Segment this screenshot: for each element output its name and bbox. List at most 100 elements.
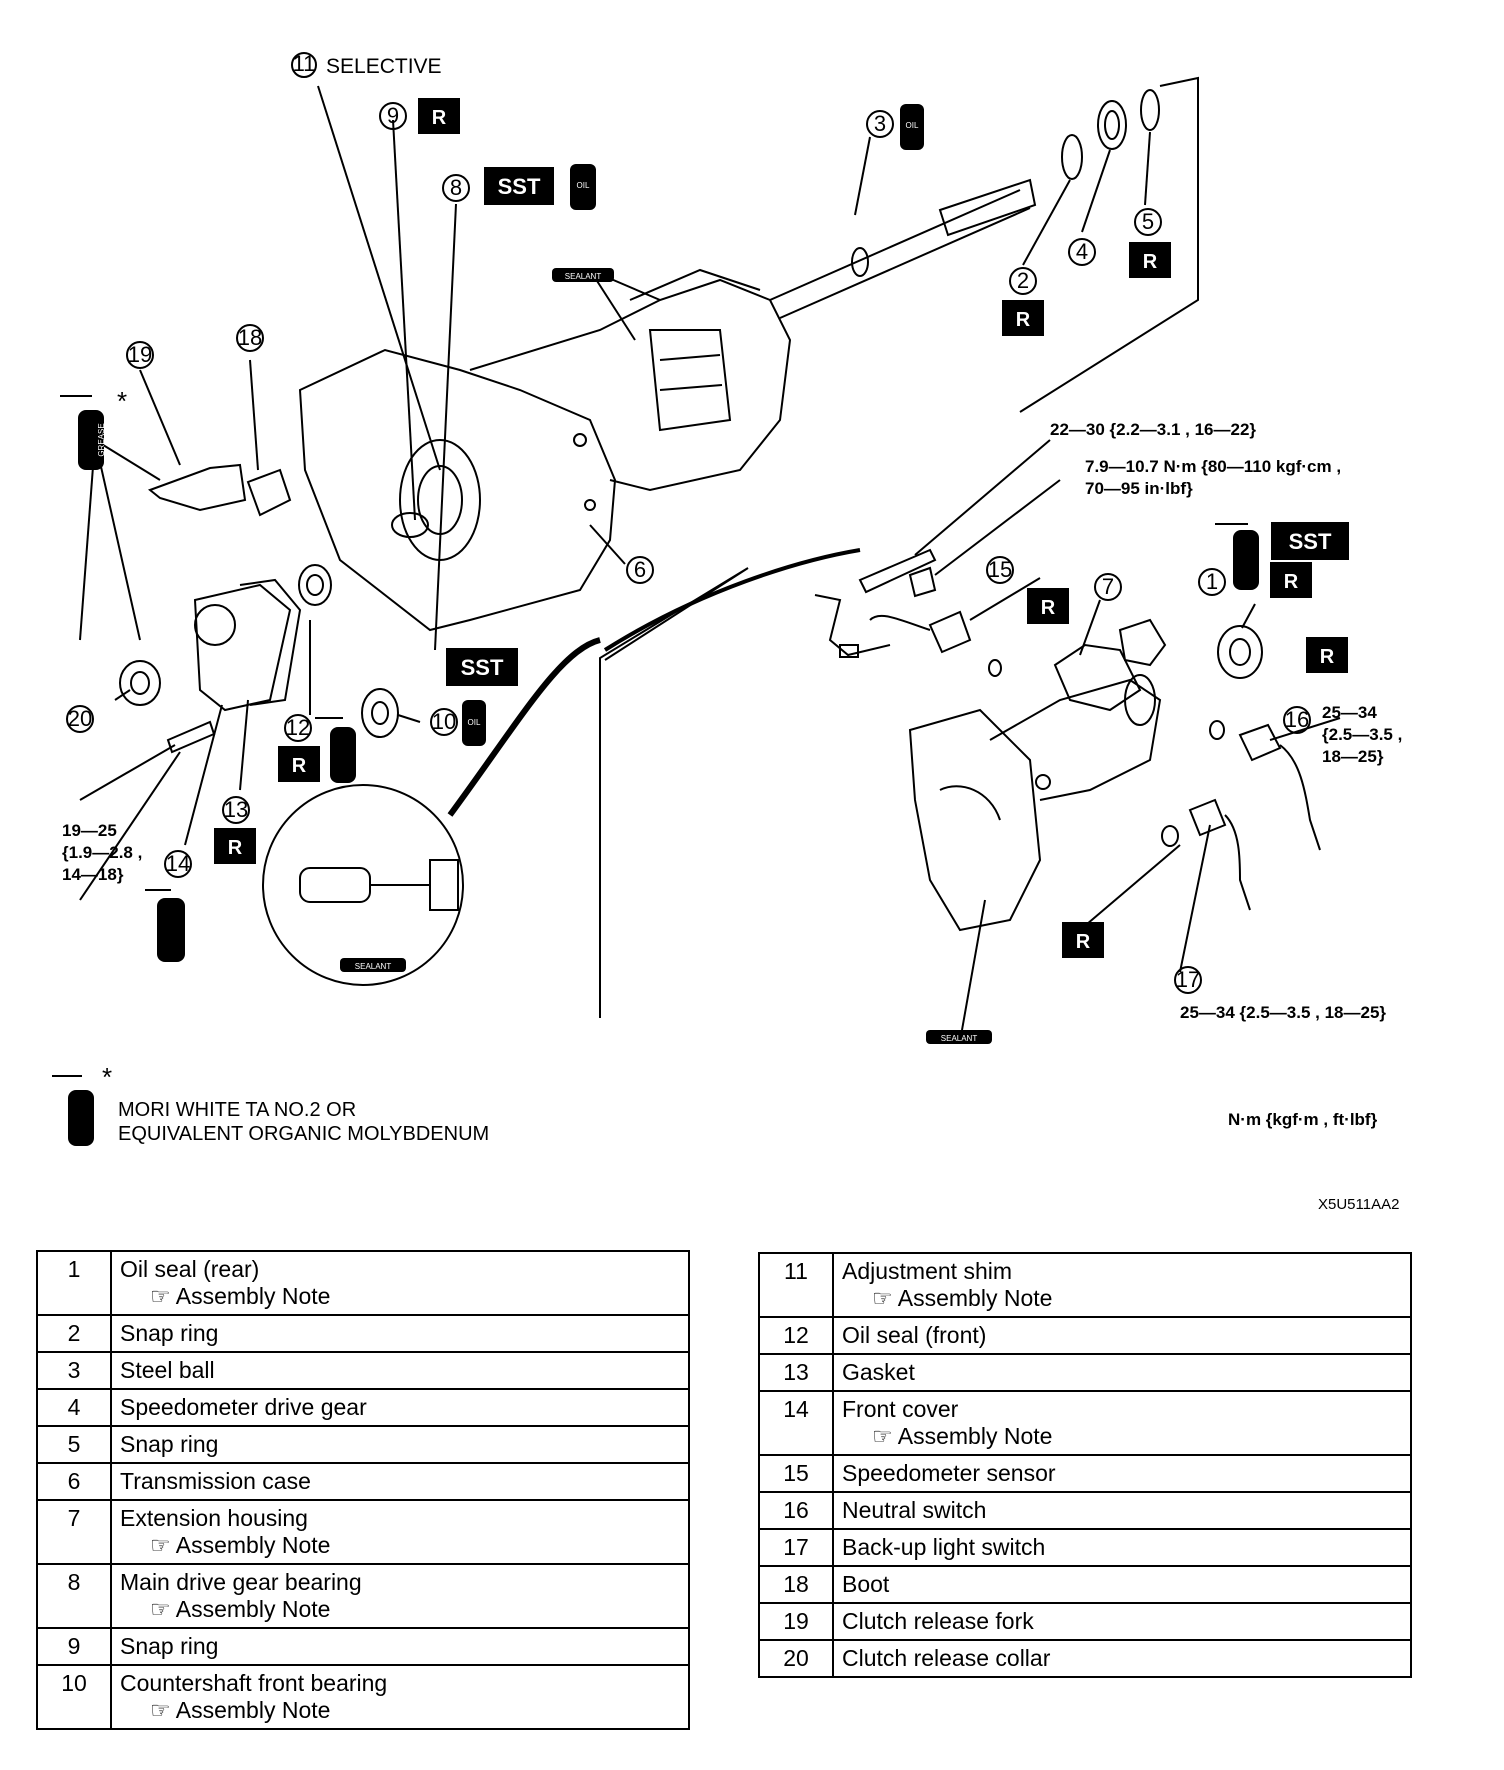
torque-units: N·m {kgf·m , ft·lbf}	[1228, 1110, 1378, 1129]
part-number: 3	[36, 1351, 112, 1390]
snap-ring-2-drawing	[1061, 134, 1083, 180]
part-number: 4	[36, 1388, 112, 1427]
part-number: 19	[758, 1602, 834, 1641]
assembly-note-link[interactable]: ☞ Assembly Note	[120, 1283, 680, 1310]
clutch-release-fork-drawing	[147, 463, 247, 512]
part-number: 18	[758, 1565, 834, 1604]
r-badge-16: R	[1306, 637, 1348, 673]
grease-icon: * GREASE	[60, 386, 127, 470]
part-name-cell: Clutch release collar	[832, 1639, 1412, 1678]
callout-label-9: 9	[387, 103, 399, 128]
callout-3	[866, 110, 894, 138]
clutch-release-collar-drawing	[119, 660, 161, 706]
torque-spec-cover-line1: 19—25	[62, 821, 117, 840]
part-number: 7	[36, 1499, 112, 1565]
r-badge-13: R	[214, 828, 256, 864]
callout-numbers	[66, 52, 1311, 994]
pointing-hand-icon: ☞	[150, 1532, 171, 1558]
callout-label-7: 7	[1102, 574, 1114, 599]
svg-text:R: R	[1016, 309, 1031, 331]
r-badge-17: R	[1062, 922, 1104, 958]
pointing-hand-icon: ☞	[150, 1283, 171, 1309]
svg-text:R: R	[292, 755, 307, 777]
assembly-note-link[interactable]: ☞ Assembly Note	[842, 1423, 1402, 1450]
svg-text:SEALANT: SEALANT	[941, 1034, 978, 1043]
callout-label-11: 11	[293, 51, 316, 76]
svg-text:SEALANT: SEALANT	[355, 962, 392, 971]
front-cover-drawing	[193, 583, 292, 712]
part-name-cell: Front cover☞ Assembly Note	[832, 1390, 1412, 1456]
part-name-cell: Snap ring	[110, 1425, 690, 1464]
part-name: Main drive gear bearing	[120, 1569, 362, 1595]
selective-label: SELECTIVE	[326, 55, 442, 78]
part-number: 5	[36, 1425, 112, 1464]
oil-can-icon: OIL	[462, 700, 486, 746]
part-name: Countershaft front bearing	[120, 1670, 388, 1696]
torque-spec-neutral-line1: 25—34	[1322, 703, 1377, 722]
speedometer-sensor-drawing	[928, 610, 972, 654]
callout-label-5: 5	[1142, 209, 1154, 234]
part-number: 6	[36, 1462, 112, 1501]
assembly-note-label: Assembly Note	[175, 1283, 331, 1309]
part-number: 9	[36, 1627, 112, 1666]
oil-can-icon: OIL	[570, 164, 596, 210]
front-cover-bolt-drawing	[166, 720, 216, 754]
pointing-hand-icon: ☞	[872, 1423, 893, 1449]
torque-spec-neutral-line3: 18—25}	[1322, 747, 1384, 766]
callout-19	[126, 341, 154, 369]
assembly-note-link[interactable]: ☞ Assembly Note	[842, 1285, 1402, 1312]
part-name: Neutral switch	[842, 1497, 987, 1523]
callout-14	[164, 850, 192, 878]
assembly-note-label: Assembly Note	[175, 1532, 331, 1558]
svg-text:OIL: OIL	[468, 718, 481, 727]
callout-2	[1009, 267, 1037, 295]
assembly-note-label: Assembly Note	[175, 1596, 331, 1622]
oil-seal-rear-drawing	[1217, 625, 1263, 679]
svg-text:GREASE: GREASE	[97, 423, 106, 456]
callout-18	[236, 324, 264, 352]
svg-text:SST: SST	[1289, 529, 1332, 554]
part-name-cell: Extension housing☞ Assembly Note	[110, 1499, 690, 1565]
callout-17	[1174, 966, 1202, 994]
part-name-cell: Back-up light switch	[832, 1528, 1412, 1567]
part-number: 1	[36, 1250, 112, 1316]
backup-light-switch-drawing	[1188, 798, 1227, 837]
neutral-switch-drawing	[1238, 723, 1282, 762]
callout-label-12: 12	[286, 715, 310, 740]
r-badge-2: R	[1002, 300, 1044, 336]
torque-spec-neutral-line2: {2.5—3.5 ,	[1322, 725, 1402, 744]
part-number: 20	[758, 1639, 834, 1678]
part-number: 2	[36, 1314, 112, 1353]
callout-1	[1198, 568, 1226, 596]
part-name-cell: Clutch release fork	[832, 1602, 1412, 1641]
callout-5	[1134, 208, 1162, 236]
snap-ring-5-drawing	[1140, 89, 1160, 131]
svg-text:R: R	[432, 107, 447, 129]
table-row: 16 Neutral switch	[758, 1491, 1412, 1530]
oil-seal-front-drawing	[298, 564, 332, 606]
part-number: 16	[758, 1491, 834, 1530]
callout-6	[626, 556, 654, 584]
part-number: 14	[758, 1390, 834, 1456]
speedometer-drive-gear-drawing	[1097, 100, 1127, 150]
pointing-hand-icon: ☞	[150, 1697, 171, 1723]
part-name-cell: Neutral switch	[832, 1491, 1412, 1530]
grease-legend-line1: MORI WHITE TA NO.2 OR	[118, 1099, 357, 1121]
callout-7	[1094, 573, 1122, 601]
callout-11	[291, 52, 317, 78]
assembly-note-link[interactable]: ☞ Assembly Note	[120, 1697, 680, 1724]
assembly-note-link[interactable]: ☞ Assembly Note	[120, 1532, 680, 1559]
assembly-note-link[interactable]: ☞ Assembly Note	[120, 1596, 680, 1623]
